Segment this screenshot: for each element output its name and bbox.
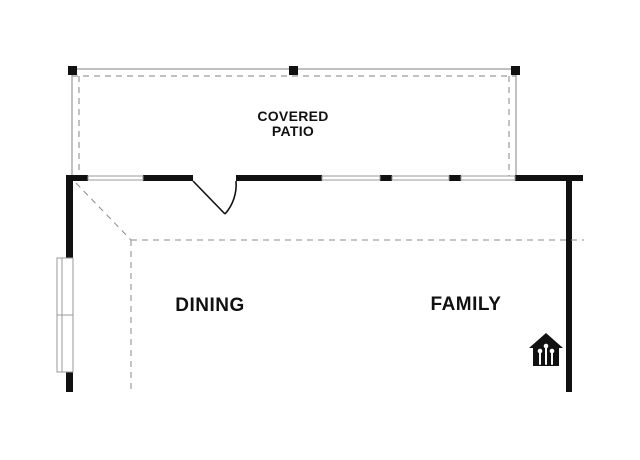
right-wall (566, 175, 572, 392)
patio-post-right (511, 66, 520, 75)
left-wall-top (66, 175, 73, 258)
patio-post-left (68, 66, 77, 75)
top-wall-mid2 (449, 175, 461, 181)
top-windows (87, 175, 516, 181)
covered-patio-label: COVERED PATIO (233, 108, 353, 140)
covered-patio-label-line1: COVERED (257, 108, 329, 124)
top-wall-door-right (236, 175, 322, 181)
family-label: FAMILY (430, 294, 502, 315)
patio-post-middle (289, 66, 298, 75)
top-wall-right (515, 175, 583, 181)
patio-posts (68, 66, 520, 75)
smart-home-icon (529, 333, 563, 366)
dining-label: DINING (175, 295, 245, 316)
covered-patio-label-line2: PATIO (271, 123, 315, 140)
door-swing (192, 180, 237, 215)
top-wall-left (66, 175, 88, 181)
top-wall-door-left (143, 175, 193, 181)
top-wall-mid (380, 175, 392, 181)
left-window (56, 257, 74, 373)
ceiling-dashed-lines (75, 182, 584, 392)
exterior-walls (56, 175, 583, 392)
left-wall-bottom (66, 372, 73, 392)
